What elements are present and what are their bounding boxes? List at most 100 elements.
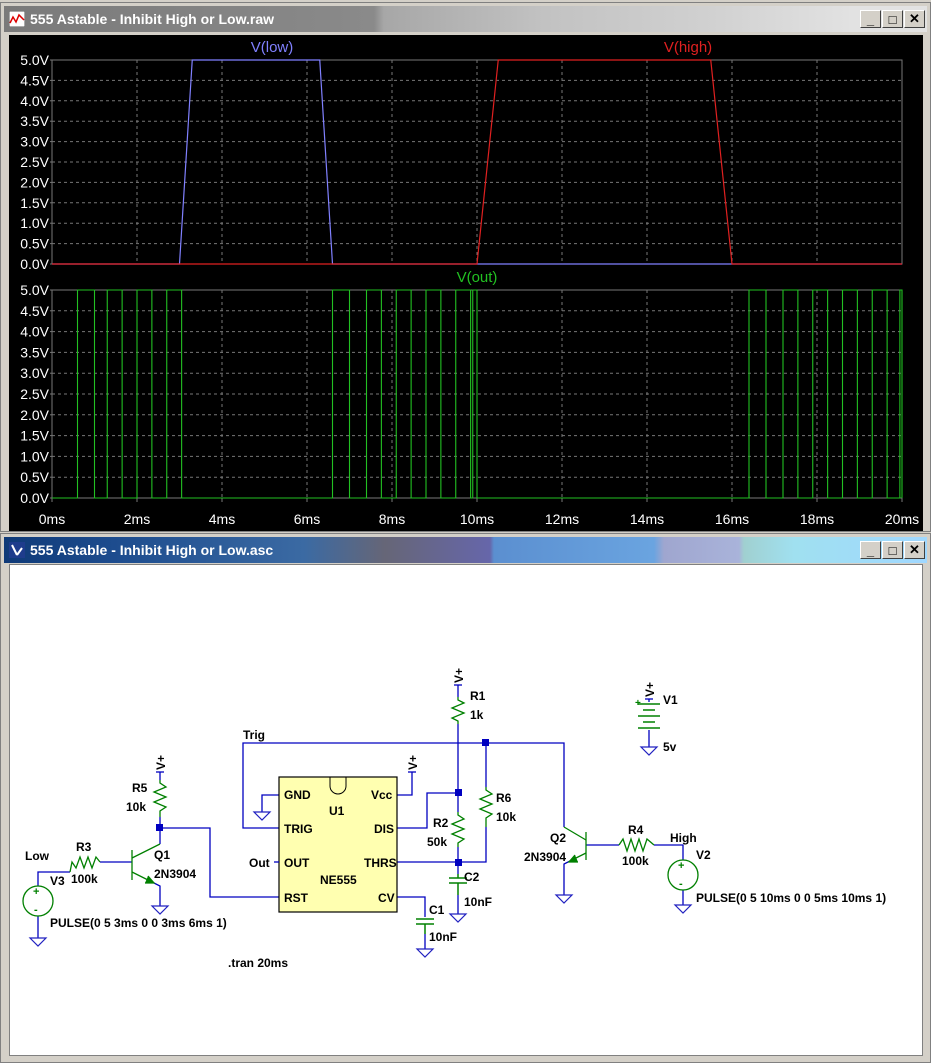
legend-v-out: V(out): [457, 269, 498, 286]
vplus-label-u1: V+: [406, 755, 420, 770]
y-tick-label: 3.5V: [20, 344, 49, 360]
ne555-body[interactable]: [278, 776, 398, 913]
svg-text:-: -: [679, 878, 683, 890]
waveform-window[interactable]: 555 Astable - Inhibit High or Low.raw _ …: [0, 2, 931, 532]
close-button[interactable]: ✕: [904, 541, 925, 559]
r6-ref: R6: [496, 791, 512, 805]
q2-ref: Q2: [550, 831, 566, 845]
svg-text:+: +: [33, 886, 39, 898]
legend[interactable]: V(low)V(high)V(out): [251, 39, 712, 286]
transistor-q1[interactable]: [131, 843, 161, 884]
y-tick-label: 5.0V: [20, 52, 49, 68]
capacitors: [416, 874, 467, 934]
r3-ref: R3: [76, 840, 92, 854]
v2-ref: V2: [696, 848, 711, 862]
v3-ref: V3: [50, 874, 65, 888]
waveform-titlebar[interactable]: 555 Astable - Inhibit High or Low.raw _ …: [4, 6, 927, 32]
pin-cv-label: CV: [378, 891, 395, 905]
schematic-drawing[interactable]: GND Vcc TRIG DIS OUT THRS RST CV U1 NE55…: [10, 565, 922, 1055]
pin-gnd-label: GND: [284, 788, 311, 802]
schematic-titlebar[interactable]: 555 Astable - Inhibit High or Low.asc _ …: [4, 537, 927, 563]
r3-value: 100k: [71, 872, 98, 886]
tran-directive: .tran 20ms: [228, 956, 288, 970]
maximize-button[interactable]: □: [882, 541, 903, 559]
x-tick-label: 6ms: [294, 511, 320, 527]
pin-out-label: OUT: [284, 856, 310, 870]
r2-ref: R2: [433, 816, 449, 830]
y-tick-label: 0.5V: [20, 236, 49, 252]
y-tick-label: 3.0V: [20, 365, 49, 381]
trace-v-high: [52, 59, 902, 265]
out-net-label: Out: [249, 856, 270, 870]
minimize-button[interactable]: _: [860, 541, 881, 559]
u1-model: NE555: [320, 873, 357, 887]
r2-body[interactable]: [450, 812, 466, 847]
battery-v1[interactable]: +: [635, 698, 660, 729]
minimize-button[interactable]: _: [860, 10, 881, 28]
v3-value: PULSE(0 5 3ms 0 0 3ms 6ms 1): [50, 916, 227, 930]
y-tick-label: 4.5V: [20, 303, 49, 319]
c2-ref: C2: [464, 870, 480, 884]
x-tick-label: 12ms: [545, 511, 579, 527]
r5-value: 10k: [126, 800, 146, 814]
axes: 0.0V0.5V1.0V1.5V2.0V2.5V3.0V3.5V4.0V4.5V…: [20, 52, 919, 527]
wire-cv: [397, 896, 426, 917]
y-tick-label: 1.0V: [20, 215, 49, 231]
y-tick-label: 4.5V: [20, 72, 49, 88]
source-v2[interactable]: + -: [667, 859, 699, 891]
resistors: [69, 697, 655, 873]
vplus-label-r5: V+: [154, 755, 168, 770]
maximize-button[interactable]: □: [882, 10, 903, 28]
pin-dis-label: DIS: [374, 822, 394, 836]
plane1-grid: [51, 59, 903, 265]
x-tick-label: 14ms: [630, 511, 664, 527]
r4-body[interactable]: [618, 836, 655, 854]
schematic-canvas[interactable]: GND Vcc TRIG DIS OUT THRS RST CV U1 NE55…: [9, 564, 923, 1056]
wire-r6-bot: [458, 827, 487, 863]
pin-rst-label: RST: [284, 891, 309, 905]
x-tick-label: 10ms: [460, 511, 494, 527]
y-tick-label: 1.0V: [20, 448, 49, 464]
r3-body[interactable]: [69, 855, 101, 873]
x-tick-label: 16ms: [715, 511, 749, 527]
y-tick-label: 1.5V: [20, 428, 49, 444]
waveform-icon: [8, 10, 26, 28]
wire-dis: [397, 792, 458, 829]
schematic-window[interactable]: 555 Astable - Inhibit High or Low.asc _ …: [0, 533, 931, 1063]
v2-value: PULSE(0 5 10ms 0 0 5ms 10ms 1): [696, 891, 886, 905]
x-tick-label: 18ms: [800, 511, 834, 527]
r4-value: 100k: [622, 854, 649, 868]
trace-v-out: [52, 289, 903, 499]
r5-body[interactable]: [152, 780, 168, 817]
y-tick-label: 4.0V: [20, 93, 49, 109]
wire-q2-emitter: [563, 859, 573, 895]
c1-value: 10nF: [429, 930, 457, 944]
close-button[interactable]: ✕: [904, 10, 925, 28]
source-v3[interactable]: + -: [22, 885, 54, 917]
wire-rst: [160, 827, 279, 898]
schematic-icon: [8, 541, 26, 559]
r2-value: 50k: [427, 835, 447, 849]
waveform-title: 555 Astable - Inhibit High or Low.raw: [30, 11, 274, 27]
transistor-q2[interactable]: [563, 826, 587, 863]
wire-q1-emitter: [151, 881, 161, 906]
x-tick-label: 0ms: [39, 511, 65, 527]
y-tick-label: 5.0V: [20, 282, 49, 298]
traces[interactable]: [52, 59, 903, 499]
vplus-label-r1: V+: [452, 668, 466, 683]
r1-body[interactable]: [450, 697, 466, 724]
q2-model: 2N3904: [524, 850, 566, 864]
x-tick-label: 4ms: [209, 511, 235, 527]
ne555-notch: [329, 777, 347, 795]
r6-body[interactable]: [478, 787, 494, 827]
y-tick-label: 1.5V: [20, 195, 49, 211]
low-net-label: Low: [25, 849, 50, 863]
u1-ref: U1: [329, 804, 345, 818]
junctions: [156, 739, 489, 866]
y-tick-label: 0.0V: [20, 256, 49, 272]
q1-ref: Q1: [154, 848, 170, 862]
waveform-chart[interactable]: 0.0V0.5V1.0V1.5V2.0V2.5V3.0V3.5V4.0V4.5V…: [9, 35, 923, 531]
pin-vcc-label: Vcc: [371, 788, 393, 802]
r5-ref: R5: [132, 781, 148, 795]
